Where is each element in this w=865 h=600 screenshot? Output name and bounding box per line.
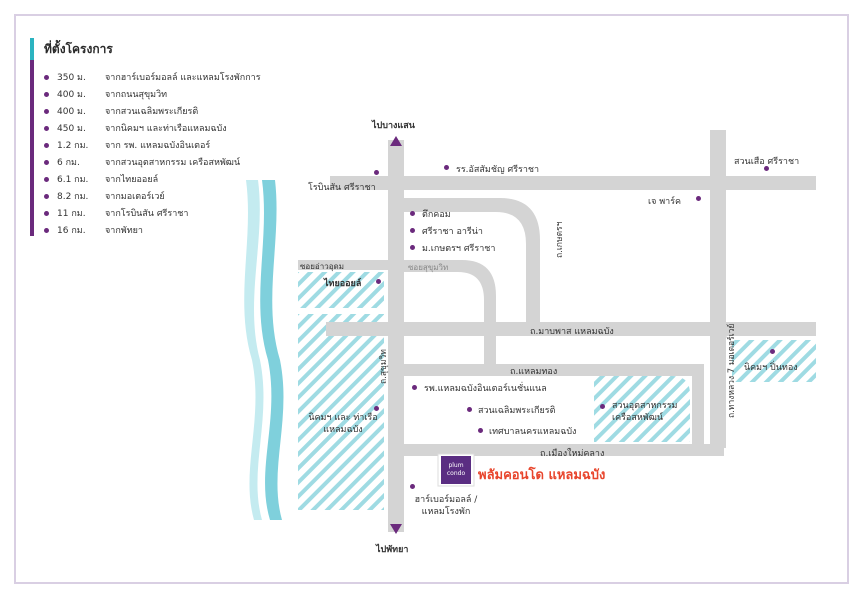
label-municipality: เทศบาลนครแหลมฉบัง — [489, 427, 577, 437]
road-laemthong — [404, 364, 704, 376]
label-kasetsart: ม.เกษตรฯ ศรีราชา — [422, 244, 496, 254]
legend-item: 8.2 กม.จากมอเตอร์เวย์ — [44, 189, 165, 203]
label-suanson: สวนเสือ ศรีราชา — [734, 157, 800, 167]
label-park: สวนเฉลิมพระเกียรติ — [478, 406, 556, 416]
legend-title: ที่ตั้งโครงการ — [44, 42, 113, 56]
bullet-icon — [44, 109, 49, 114]
bullet-icon — [44, 177, 49, 182]
roads — [298, 130, 816, 532]
project-name: พลัมคอนโด แหลมฉบัง — [478, 468, 606, 483]
poi-dot-icon — [770, 349, 775, 354]
poi-dot-icon — [374, 170, 379, 175]
arrow-up — [390, 136, 402, 146]
label-sriracha-arena: ศรีราชา อารีน่า — [422, 227, 483, 237]
road-motorway — [710, 130, 726, 448]
poi-dot-icon — [467, 407, 472, 412]
legend-item: 1.2 กม.จาก รพ. แหลมฉบังอินเตอร์ — [44, 138, 210, 152]
label-thaioil: ไทยออยล์ — [324, 279, 362, 289]
bullet-icon — [44, 92, 49, 97]
legend-item: 450 ม.จากนิคมฯ และท่าเรือแหลมฉบัง — [44, 121, 227, 135]
bullet-icon — [44, 143, 49, 148]
label-school: รร.อัสสัมชัญ ศรีราชา — [456, 165, 540, 175]
label-soi-ao-udom: ซอยอ่าวอุดม — [300, 262, 344, 271]
zone-industrial-park — [594, 376, 690, 442]
bullet-icon — [44, 126, 49, 131]
poi-dot-icon — [444, 165, 449, 170]
poi-dot-icon — [696, 196, 701, 201]
label-road-laemthong: ถ.แหลมทอง — [510, 367, 558, 377]
legend-accent-bar — [30, 38, 34, 236]
road-kasetsin-curve — [404, 198, 540, 322]
label-nikom-port: นิคมฯ และ ท่าเรือ แหลมฉบัง — [308, 413, 378, 435]
road-laemchabang-inner — [326, 322, 816, 336]
label-nikom-pinthong: นิคมฯ ปิ่นทอง — [744, 363, 798, 373]
poi-dot-icon — [600, 404, 605, 409]
poi-dot-icon — [374, 406, 379, 411]
zone-nikom-port — [298, 314, 384, 510]
road-laemthong-east — [692, 364, 704, 448]
legend-item: 350 ม.จากฮาร์เบอร์มอลล์ และแหลมโรงพักการ — [44, 70, 261, 84]
label-soi-sukhumvit: ซอยสุขุมวิท — [408, 263, 449, 272]
legend-item: 400 ม.จากถนนสุขุมวิท — [44, 87, 167, 101]
poi-dot-icon — [410, 228, 415, 233]
label-robinson: โรบินสัน ศรีราชา — [308, 183, 376, 193]
label-road-sukhumvit: ถ.สุขุมวิท — [379, 349, 389, 384]
zone-thaioil — [298, 272, 384, 308]
road-top — [330, 176, 816, 190]
label-to-bangsaen: ไปบางแสน — [372, 121, 415, 131]
label-road-motorway: ถ.ทางหลวง 7 มอเตอร์เวย์ — [727, 323, 737, 418]
zone-nikom-pinthong — [732, 340, 816, 382]
project-logo: plum condo — [441, 456, 471, 484]
label-to-pattaya: ไปพัทยา — [376, 545, 409, 555]
road-muang-mai — [404, 444, 724, 456]
legend-item: 16 กม.จากพัทยา — [44, 223, 143, 237]
poi-dot-icon — [410, 245, 415, 250]
legend-accent-bar-top — [30, 38, 34, 60]
sea-coast — [260, 180, 284, 520]
legend-item: 6 กม.จากสวนอุตสาหกรรม เครือสหพัฒน์ — [44, 155, 240, 169]
road-soi-ao-udom — [298, 260, 398, 270]
label-road-laemchabang-inner: ถ.มาบพาส แหลมฉบัง — [530, 327, 614, 337]
label-hospital: รพ.แหลมฉบังอินเตอร์เนชั่นแนล — [424, 384, 547, 394]
poi-dot-icon — [478, 428, 483, 433]
bullet-icon — [44, 194, 49, 199]
map-frame — [14, 14, 849, 584]
poi-dot-icon — [412, 385, 417, 390]
bullet-icon — [44, 211, 49, 216]
sea-coast-outer — [244, 180, 264, 520]
poi-dot-icon — [764, 166, 769, 171]
legend-item: 400 ม.จากสวนเฉลิมพระเกียรติ — [44, 104, 198, 118]
label-harbor-mall: ฮาร์เบอร์มอลล์ / แหลมโรงพัก — [414, 495, 478, 517]
road-soi-sukhumvit-curve — [404, 260, 496, 364]
poi-dot-icon — [410, 211, 415, 216]
label-industrial-park: สวนอุตสาหกรรม เครือสหพัฒน์ — [612, 401, 678, 423]
bullet-icon — [44, 228, 49, 233]
poi-dot-icon — [410, 484, 415, 489]
legend-item: 6.1 กม.จากไทยออยล์ — [44, 172, 158, 186]
arrow-down — [390, 524, 402, 534]
label-road-muang-mai: ถ.เมืองใหม่คลาง — [540, 449, 605, 459]
bullet-icon — [44, 160, 49, 165]
label-road-kasetsin: ถ.เกษตรฯ — [555, 221, 565, 258]
bullet-icon — [44, 75, 49, 80]
legend-item: 11 กม.จากโรบินสัน ศรีราชา — [44, 206, 188, 220]
label-jpark: เจ พาร์ค — [648, 197, 682, 207]
label-tukcom: ตึกคอม — [422, 210, 451, 220]
poi-dot-icon — [376, 279, 381, 284]
